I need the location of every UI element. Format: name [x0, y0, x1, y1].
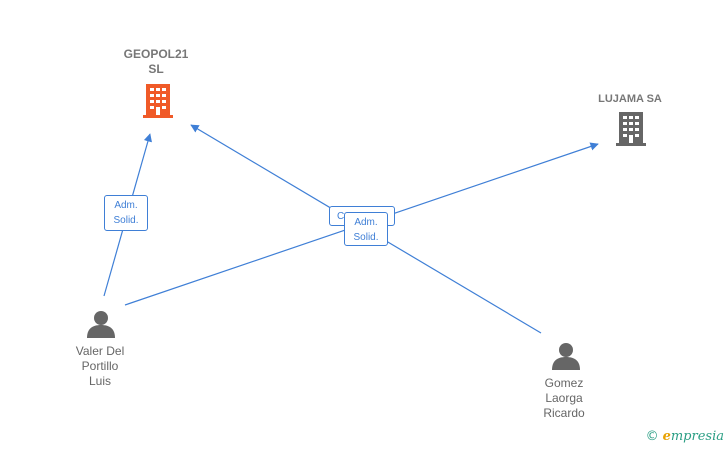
edge-label-valer-geopol[interactable]: Adm. Solid. — [104, 195, 148, 231]
building-icon[interactable] — [143, 84, 173, 118]
person-name-line1: Valer Del — [75, 344, 125, 358]
node-label-valer[interactable]: Valer Del Portillo Luis — [50, 344, 150, 389]
brand-name: mpresia — [670, 429, 724, 444]
company-name-line2: SL — [148, 62, 164, 76]
edge-label-gomez-geopol[interactable]: Adm. Solid. — [344, 212, 388, 246]
edge-label-line1: C — [337, 211, 345, 222]
person-icon[interactable] — [552, 343, 580, 370]
edge-label-line2: Solid. — [113, 215, 139, 226]
company-name-line1: GEOPOL21 — [123, 47, 189, 61]
node-label-lujama[interactable]: LUJAMA SA — [580, 92, 680, 107]
person-name-line2: Laorga — [545, 391, 583, 405]
edge-label-line1: Adm. — [354, 217, 378, 228]
brand-initial: e — [662, 429, 671, 444]
node-label-geopol[interactable]: GEOPOL21 SL — [106, 47, 206, 77]
person-name-line3: Ricardo — [543, 406, 585, 420]
node-label-gomez[interactable]: Gomez Laorga Ricardo — [514, 376, 614, 421]
person-icon[interactable] — [87, 311, 115, 338]
copyright-icon: © — [645, 429, 659, 444]
edge-label-line2: Solid. — [353, 232, 379, 243]
brand-watermark: ©empresia — [646, 429, 724, 444]
company-name: LUJAMA SA — [598, 93, 662, 105]
building-icon[interactable] — [616, 112, 646, 146]
person-name-line2: Portillo — [81, 359, 119, 373]
edge-label-line1: Adm. — [114, 200, 138, 211]
person-name-line1: Gomez — [544, 376, 584, 390]
person-name-line3: Luis — [88, 374, 111, 388]
